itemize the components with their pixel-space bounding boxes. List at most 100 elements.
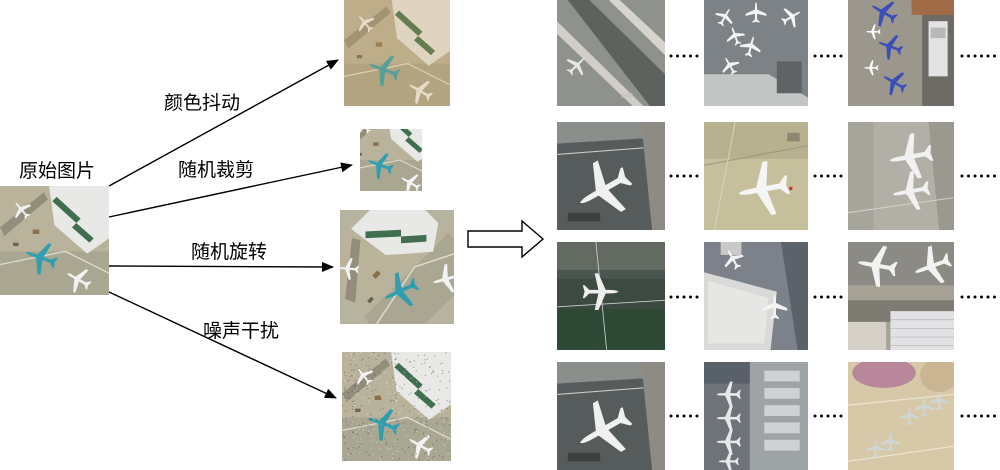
noise-speck: [353, 358, 355, 360]
ellipsis-dot: [833, 295, 836, 299]
noise-speck: [387, 406, 389, 408]
noise-speck: [392, 379, 394, 381]
noise-speck: [430, 373, 432, 375]
aug-label-color-jitter: 颜色抖动: [164, 92, 241, 114]
noise-speck: [413, 446, 415, 448]
noise-speck: [362, 445, 364, 447]
noise-speck: [394, 392, 396, 394]
noise-speck: [447, 449, 449, 451]
noise-speck: [368, 365, 370, 367]
ellipsis-dot: [826, 414, 830, 418]
noise-speck: [393, 400, 395, 402]
noise-speck: [394, 441, 396, 443]
noise-speck: [393, 383, 395, 385]
aug-label-random-rotation: 随机旋转: [191, 241, 268, 263]
noise-speck: [445, 439, 447, 441]
noise-speck: [448, 371, 450, 373]
ellipsis-dot: [967, 54, 970, 58]
noise-speck: [362, 422, 364, 424]
noise-speck: [345, 410, 347, 412]
airport-scene: [340, 210, 454, 324]
noise-speck: [414, 406, 416, 408]
noise-speck: [399, 386, 401, 388]
ellipsis-dot: [669, 414, 673, 418]
ellipsis-dot: [973, 295, 977, 299]
noise-speck: [397, 353, 399, 355]
ellipsis-dot: [689, 295, 692, 299]
noise-speck: [425, 403, 427, 405]
noise-speck: [440, 439, 442, 441]
noise-speck: [380, 408, 382, 410]
noise-speck: [366, 394, 368, 396]
arrow-to-color-jitter: [108, 59, 339, 187]
ellipsis-dot: [973, 54, 977, 58]
noise-speck: [370, 427, 372, 429]
ellipsis-dot: [695, 174, 699, 178]
ellipsis-dot: [676, 414, 679, 418]
noise-speck: [380, 373, 382, 375]
noise-speck: [431, 459, 433, 461]
noise-speck: [412, 376, 414, 378]
noise-speck: [385, 447, 387, 449]
noise-speck: [433, 455, 435, 457]
noise-speck: [393, 410, 395, 412]
noise-speck: [360, 405, 362, 407]
noise-speck: [425, 421, 427, 423]
noise-speck: [354, 379, 356, 381]
noise-speck: [357, 393, 359, 395]
noise-speck: [385, 441, 387, 443]
noise-speck: [432, 443, 434, 445]
noise-speck: [418, 458, 420, 460]
noise-speck: [375, 419, 377, 421]
noise-speck: [429, 435, 431, 437]
noise-speck: [385, 381, 387, 383]
noise-speck: [448, 402, 450, 404]
noise-speck: [352, 405, 354, 407]
noise-speck: [390, 448, 392, 450]
noise-speck: [367, 432, 369, 434]
ellipsis-dot: [967, 414, 970, 418]
noise-speck: [388, 448, 390, 449]
noise-speck: [362, 397, 364, 399]
ellipsis-dot: [669, 54, 673, 58]
noise-speck: [427, 382, 429, 384]
noise-speck: [408, 410, 410, 412]
noise-speck: [345, 399, 347, 400]
noise-speck: [392, 368, 394, 370]
noise-speck: [450, 444, 451, 446]
noise-speck: [413, 408, 415, 410]
noise-speck: [379, 377, 381, 379]
noise-speck: [418, 400, 420, 402]
noise-speck: [411, 423, 413, 425]
ellipsis-dot: [813, 295, 817, 299]
noise-speck: [415, 370, 417, 372]
noise-speck: [394, 353, 396, 354]
noise-speck: [424, 359, 426, 361]
noise-speck: [384, 352, 386, 354]
noise-speck: [398, 391, 400, 393]
noise-speck: [392, 453, 394, 455]
noise-speck: [369, 368, 371, 370]
ellipsis-dot: [669, 174, 673, 178]
noise-speck: [350, 452, 352, 454]
noise-speck: [417, 366, 419, 368]
noise-speck: [427, 427, 429, 429]
noise-speck: [347, 454, 349, 456]
noise-speck: [443, 393, 445, 395]
noise-speck: [447, 377, 448, 379]
noise-speck: [355, 431, 357, 433]
noise-speck: [445, 385, 447, 387]
noise-speck: [365, 394, 367, 396]
noise-speck: [361, 444, 363, 445]
noise-speck: [366, 451, 368, 453]
noise-speck: [395, 377, 397, 379]
noise-speck: [343, 415, 345, 417]
noise-speck: [446, 387, 448, 389]
ellipsis-dot: [833, 414, 836, 418]
noise-speck: [350, 352, 352, 354]
noise-speck: [448, 392, 450, 394]
noise-speck: [393, 431, 395, 433]
noise-speck: [368, 401, 370, 403]
noise-speck: [350, 354, 352, 356]
